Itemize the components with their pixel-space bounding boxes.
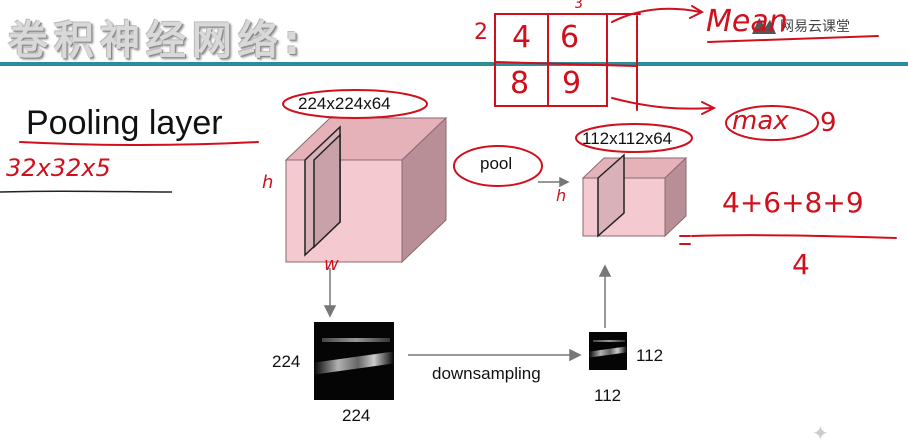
grid-left-number: 2 [474,20,488,45]
input-map-height-label: 224 [272,352,301,371]
mean-pointer [611,7,701,23]
title-divider [0,62,908,66]
grid-cell-top-right: 6 [560,20,580,55]
pooling-grid-box [494,13,608,107]
downsampling-label: downsampling [432,364,541,383]
input-feature-map-image [314,322,394,400]
heading-underline [19,141,259,146]
arrow-head-right [569,348,582,362]
input-map-width-label: 224 [342,406,371,425]
mean-note: Mean [706,4,788,39]
arrow-head-down [323,305,337,318]
input-cube-front [285,159,403,263]
output-map-width-label: 112 [594,386,622,405]
pool-label: pool [480,154,513,173]
max-circle [725,105,819,141]
output-depth-slice [597,153,625,238]
input-volume-label: 224x224x64 [298,94,391,113]
input-volume-cube [284,116,448,264]
grid-cell-bottom-right: 9 [562,66,582,101]
grid-top-number: 3 [574,0,583,12]
brand-name: 网易云课堂 [780,19,850,35]
mean-underline [707,35,879,43]
sum-denominator: 4 [792,248,810,281]
grid-cell-bottom-left: 8 [510,66,530,101]
mean-pointer-head [689,5,705,19]
max-pointer [611,97,713,110]
arrow-head-up [598,264,612,277]
max-note: max [732,106,789,136]
height-mark-input: h [262,172,274,193]
input-label-circle [282,89,428,119]
sum-numerator: 4+6+8+9 [722,186,864,219]
max-value: 9 [820,108,837,138]
size-note: 32x32x5 [6,154,111,182]
output-map-height-label: 112 [636,346,664,365]
section-heading: Pooling layer [26,104,223,142]
grid-cell-top-left: 4 [512,20,532,55]
pooling-grid-hline [494,61,638,67]
output-label-circle [575,123,693,153]
fraction-bar [691,234,897,239]
output-volume-label: 112x112x64 [582,129,673,148]
pool-label-circle [453,145,543,187]
slide-title: 卷积神经网络: [8,18,306,64]
note-underline [0,190,173,193]
brand-logo-icon [752,18,776,34]
brand-watermark: 网易云课堂 [752,16,850,36]
equals-sign [679,235,691,245]
max-pointer-head [701,101,717,115]
input-depth-slice-inner [313,133,341,249]
output-feature-map-image [589,332,627,370]
sparkle-icon: ✦ [812,423,829,445]
output-volume-cube [581,153,688,238]
arrow-head-pool [559,176,570,188]
height-mark-output: h [556,186,567,205]
width-mark-input: w [324,254,339,275]
